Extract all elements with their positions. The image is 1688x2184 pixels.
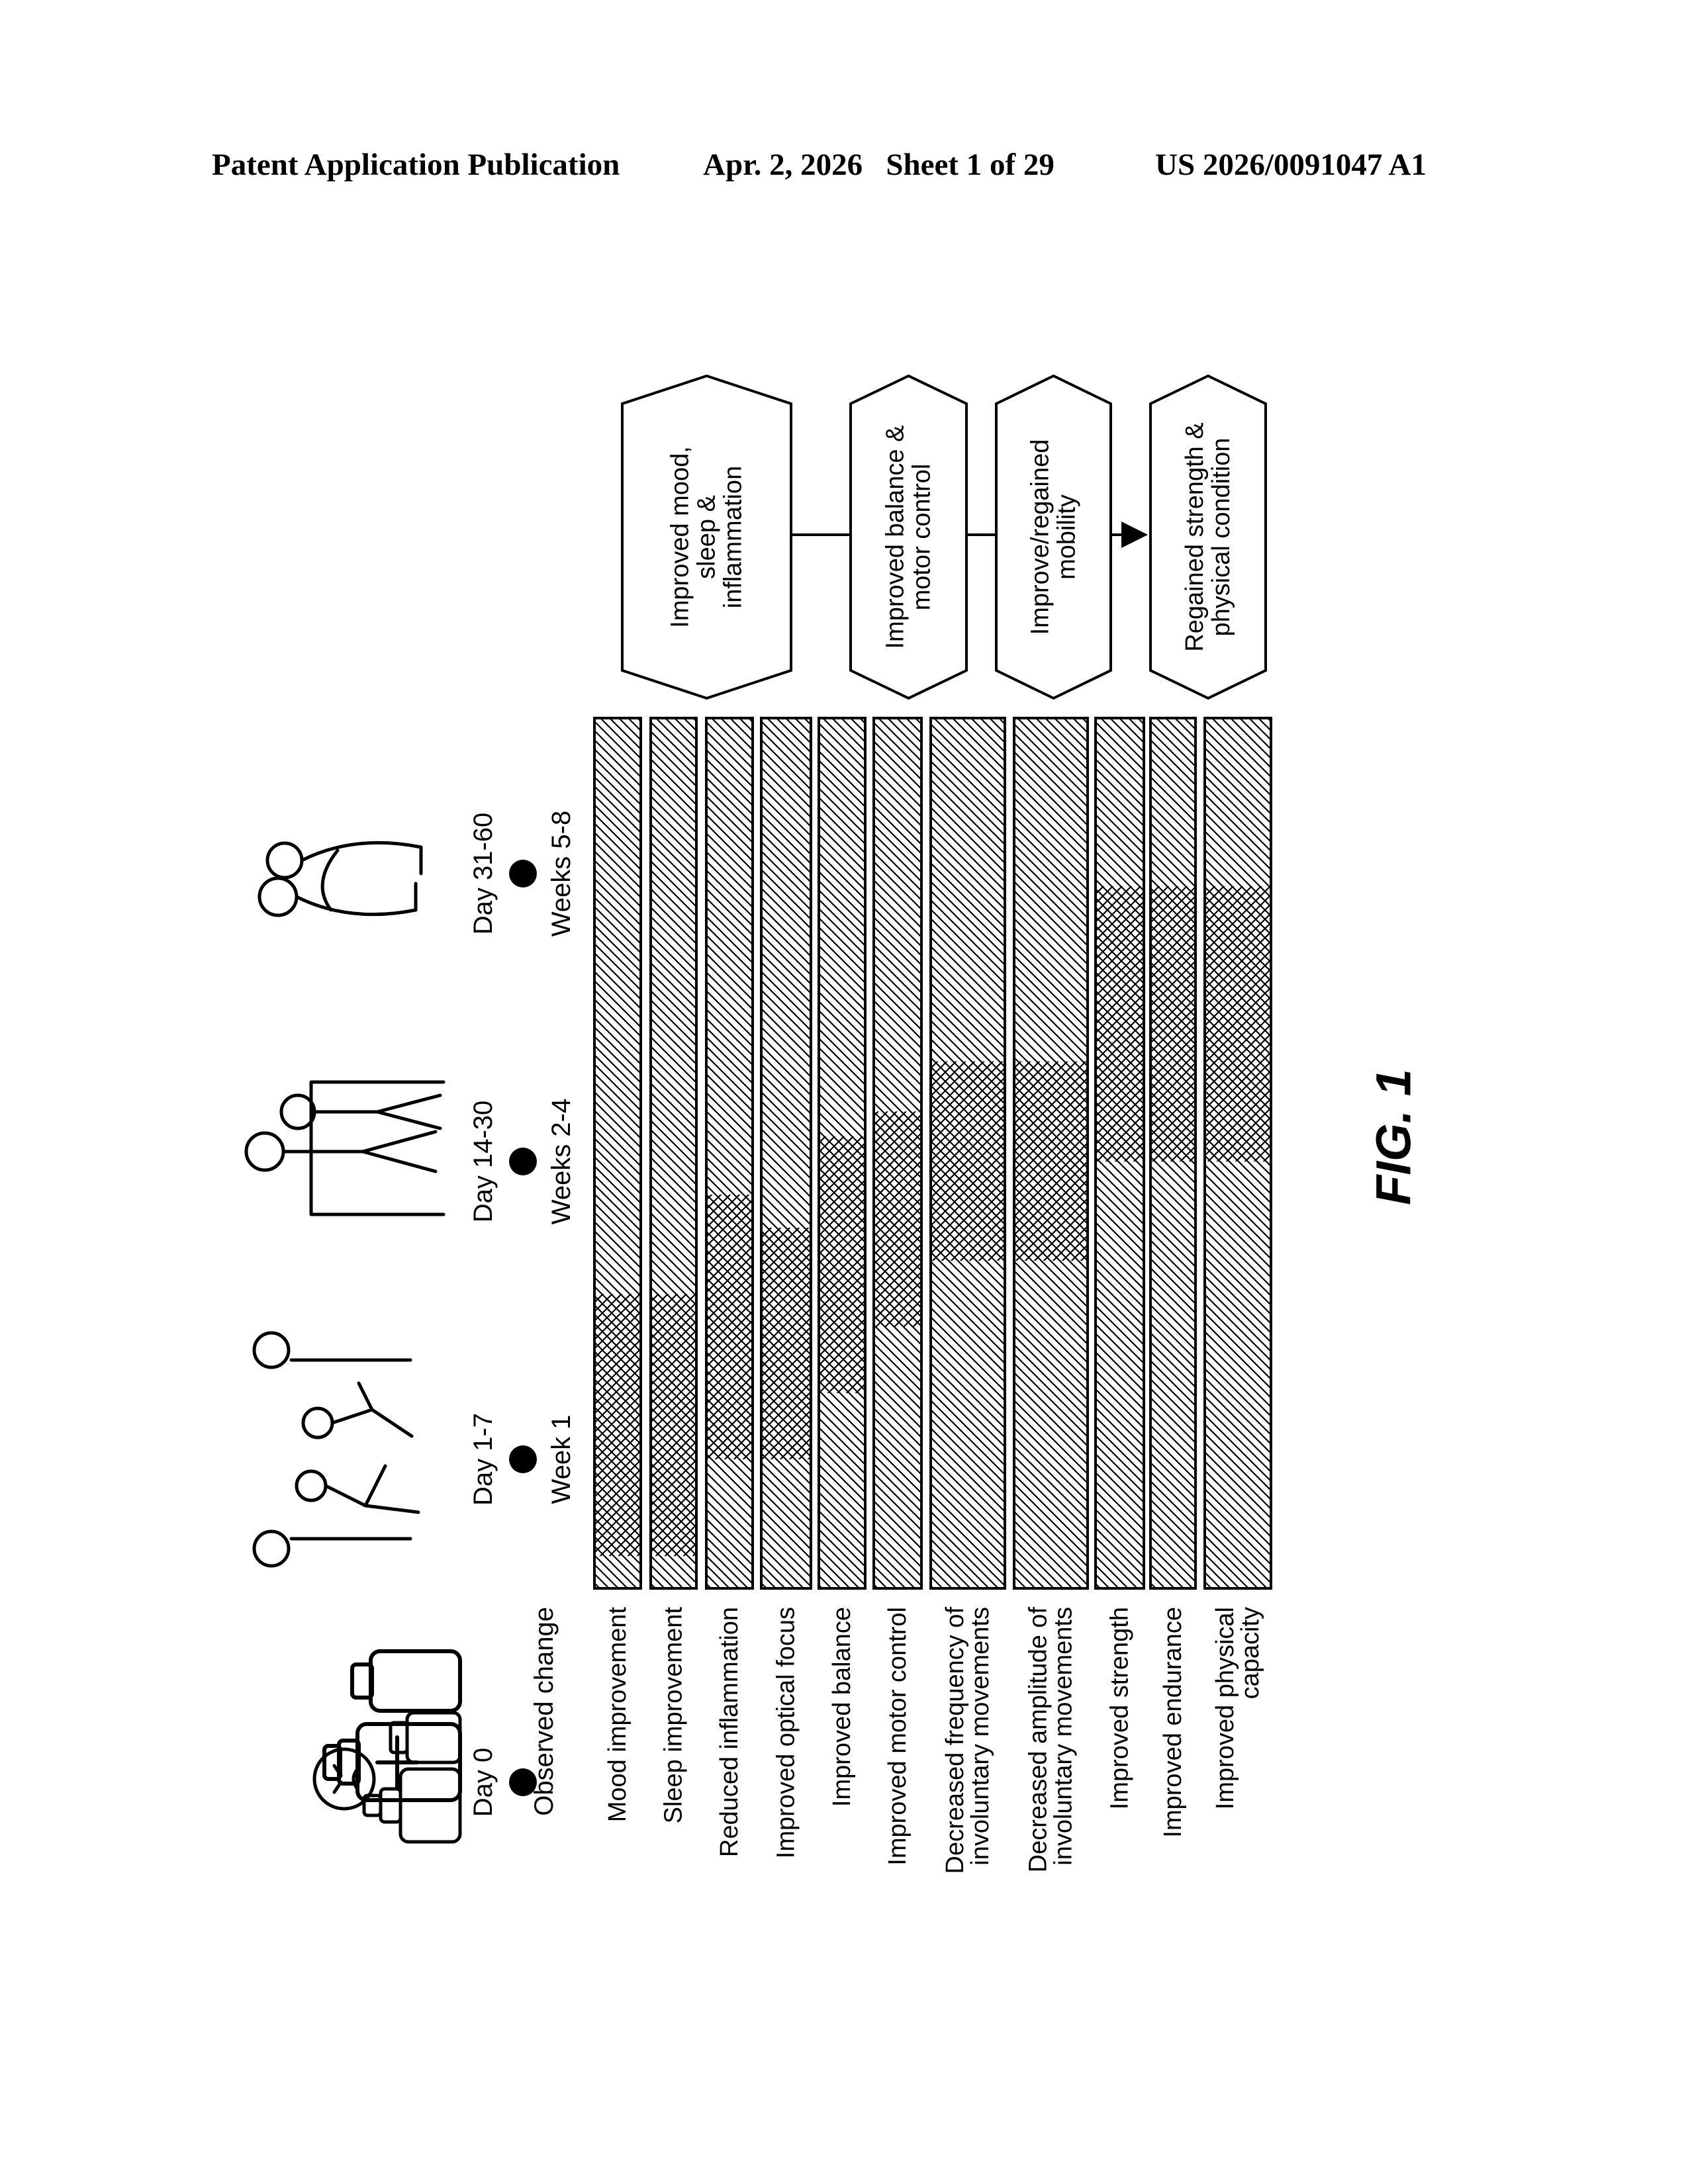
row-label: capacity [1237, 1607, 1264, 1699]
timepoint-day: Day 1-7 [469, 1413, 498, 1506]
timepoint-week: Week 1 [547, 1415, 576, 1504]
outcome-box: Improved mood,sleep &inflammation [622, 376, 791, 698]
outcome-box: Improve/regainedmobility [996, 376, 1111, 698]
timepoint: Day 14-30 Weeks 2-4 [469, 1099, 576, 1224]
row-label: Mood improvement [604, 1607, 632, 1823]
row-bar-crosshatch [931, 1062, 1005, 1261]
observation-row: Improved motor control [874, 718, 921, 1866]
observation-row: Reduced inflammation [706, 718, 753, 1857]
row-bar-crosshatch [1150, 886, 1196, 1161]
timepoint: Day 31-60 Weeks 5-8 [469, 811, 576, 936]
sick-person-icon [314, 1749, 374, 1809]
timepoint-week: Weeks 5-8 [547, 811, 576, 936]
caregiver-helping-fallen-person-icon [254, 1333, 418, 1566]
row-label: Decreased amplitude of [1025, 1607, 1053, 1873]
timepoint: Day 1-7 Week 1 [469, 1413, 576, 1506]
observation-row: Improved optical focus [761, 718, 811, 1858]
row-label: Reduced inflammation [716, 1607, 743, 1857]
outcome-label: physical condition [1207, 438, 1235, 637]
row-bar-crosshatch [1205, 886, 1271, 1161]
row-label: Improved motor control [884, 1607, 912, 1866]
medicine-bottles-icon [364, 1713, 460, 1842]
row-bar-crosshatch [819, 1136, 865, 1393]
timepoint-dot [509, 1148, 537, 1175]
outcome-label: Improved mood, [667, 446, 694, 628]
row-label: involuntary movements [1050, 1607, 1078, 1866]
row-label: involuntary movements [966, 1607, 994, 1866]
timepoint: Day 0 [469, 1748, 537, 1817]
observation-row: Improved balance [819, 718, 865, 1807]
row-bar-crosshatch [761, 1228, 811, 1459]
timepoint-day: Day 14-30 [469, 1101, 498, 1223]
row-bar-crosshatch [1096, 886, 1144, 1161]
timepoint-dot [509, 1768, 537, 1796]
row-label: Decreased frequency of [941, 1607, 969, 1874]
caregiver-assisting-walker-icon [246, 1082, 444, 1214]
row-bar-crosshatch [651, 1294, 696, 1556]
outcome-box: Improved balance &motor control [851, 376, 966, 698]
observation-row: Decreased amplitude ofinvoluntary moveme… [1014, 718, 1088, 1872]
timepoint-dot [509, 1445, 537, 1473]
observation-row: Improved endurance [1150, 718, 1196, 1838]
observation-row: Sleep improvement [651, 718, 696, 1823]
timepoint-week: Weeks 2-4 [547, 1099, 576, 1224]
observation-row: Mood improvement [594, 718, 641, 1822]
observation-row: Decreased frequency ofinvoluntary moveme… [931, 718, 1005, 1874]
outcome-label: sleep & [693, 495, 721, 579]
outcome-label: Improved balance & [882, 426, 910, 649]
outcome-label: Improve/regained [1027, 439, 1055, 635]
timepoint-day: Day 31-60 [469, 813, 498, 935]
figure-label: FIG. 1 [1366, 1069, 1421, 1205]
timepoint-day: Day 0 [469, 1748, 498, 1817]
row-label: Improved strength [1106, 1607, 1134, 1809]
row-label: Improved physical [1211, 1607, 1239, 1809]
row-label: Sleep improvement [660, 1607, 688, 1824]
outcome-label: mobility [1053, 494, 1081, 580]
observation-row: Improved physicalcapacity [1205, 718, 1271, 1809]
timepoint-dot [509, 860, 537, 887]
people-embracing-icon [259, 842, 421, 915]
row-bar-crosshatch [1014, 1062, 1088, 1261]
row-label: Improved endurance [1159, 1607, 1187, 1838]
row-label: Improved optical focus [773, 1607, 800, 1858]
outcome-label: Regained strength & [1181, 422, 1209, 651]
outcome-label: inflammation [720, 466, 747, 608]
row-label: Improved balance [828, 1607, 856, 1807]
outcome-box: Regained strength &physical condition [1150, 376, 1266, 698]
row-bar-crosshatch [874, 1111, 921, 1327]
observation-row: Improved strength [1096, 718, 1144, 1809]
row-bar-crosshatch [706, 1195, 753, 1459]
outcome-label: motor control [908, 464, 936, 611]
row-bar-crosshatch [594, 1294, 641, 1556]
